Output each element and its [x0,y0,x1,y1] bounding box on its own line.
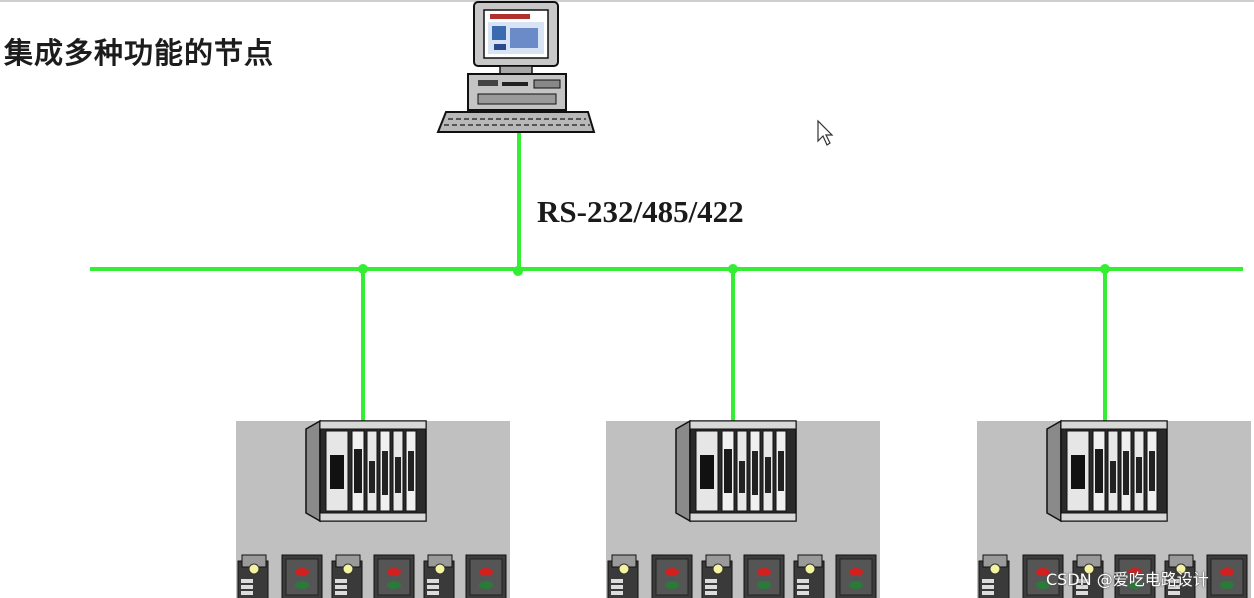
junction-computer [513,266,523,276]
rack-controller-icon [606,421,880,598]
junction-node-3 [1100,264,1110,274]
junction-node-1 [358,264,368,274]
rack-controller-icon [236,421,510,598]
cursor-icon [817,119,834,146]
junction-node-2 [728,264,738,274]
computer-icon [436,1,596,133]
watermark: CSDN @爱吃电路设计 [1046,570,1209,589]
page-title: 集成多种功能的节点 [4,36,275,70]
bus-lines [90,124,1243,422]
node-1 [236,421,510,598]
top-border [0,0,1254,2]
bus-protocol-label: RS-232/485/422 [537,194,744,229]
node-2 [606,421,880,598]
